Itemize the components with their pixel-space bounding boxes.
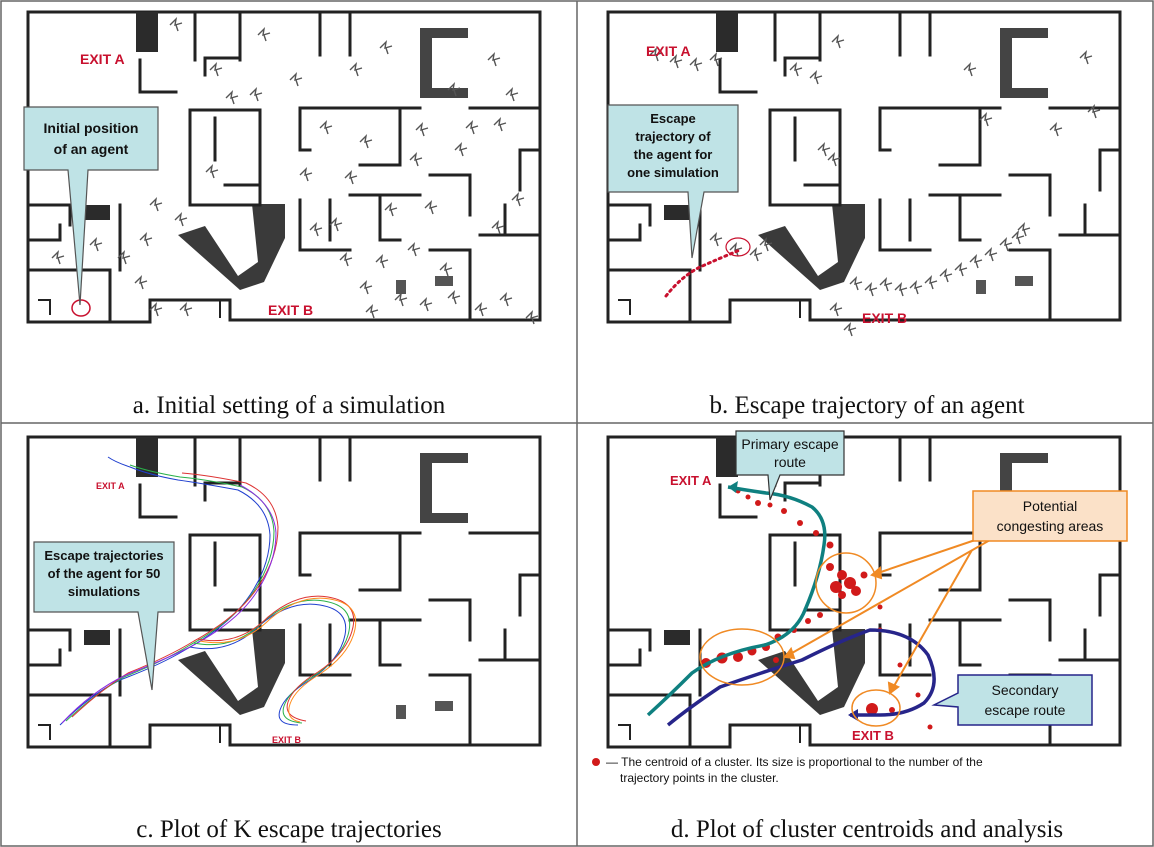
legend: — The centroid of a cluster. Its size is… [592,755,983,785]
initial-agent-marker [71,299,91,317]
callout-line: Initial position [44,120,139,136]
single-escape-trajectory [664,248,742,298]
callout-secondary-route: Secondary escape route [931,674,1093,726]
callout-line: of an agent [54,141,129,157]
caption-b: b. Escape trajectory of an agent [709,392,1024,419]
exit-b-label: EXIT B [272,735,302,745]
callout-line: escape route [985,702,1066,718]
callout-line: Potential [1023,498,1077,514]
caption-d: d. Plot of cluster centroids and analysi… [671,816,1063,843]
exit-b-label: EXIT B [268,302,313,318]
secondary-escape-route [666,628,936,727]
callout-line: Secondary [992,682,1059,698]
callout-primary-route: Primary escape route [735,430,845,501]
callout-congesting-areas: Potential congesting areas [972,490,1128,542]
callout-line: Escape trajectories [44,548,163,563]
callout-line: Primary escape [741,436,838,452]
panel-d: EXIT A EXIT B Primary escape route Poten… [592,430,1128,843]
centroid-legend-icon [592,758,600,766]
callout-line: the agent for [634,147,713,162]
callout-line: trajectory of [635,129,711,144]
exit-a-label: EXIT A [646,43,691,59]
panel-a: EXIT A EXIT B Initial position of an age… [23,10,542,419]
panel-c: EXIT A EXIT B Escape trajectories of the… [26,435,542,843]
caption-c: c. Plot of K escape trajectories [136,816,441,843]
exit-a-label: EXIT A [96,481,125,491]
legend-line: — The centroid of a cluster. Its size is… [606,755,983,769]
callout-escape-trajectory: Escape trajectory of the agent for one s… [607,104,739,259]
escape-trajectory-bundle [59,456,357,726]
agents-a [52,19,538,324]
congestion-arrows [783,534,991,695]
callout-line: route [774,454,806,470]
exit-b-label: EXIT B [862,310,907,326]
callout-line: of the agent for 50 [48,566,161,581]
cluster-centroids [701,488,933,730]
callout-line: simulations [68,584,140,599]
exit-a-label: EXIT A [670,473,712,488]
callout-line: Escape [650,111,696,126]
congestion-zones [699,552,901,727]
callout-initial-position: Initial position of an agent [23,106,159,306]
callout-line: congesting areas [997,518,1104,534]
caption-a: a. Initial setting of a simulation [133,392,446,419]
callout-trajectories-50: Escape trajectories of the agent for 50 … [33,541,175,691]
exit-b-label: EXIT B [852,728,894,743]
legend-line: trajectory points in the cluster. [620,771,779,785]
callout-line: one simulation [627,165,719,180]
exit-a-label: EXIT A [80,51,125,67]
panel-b: EXIT A EXIT B Escape trajectory of the a… [606,10,1122,419]
